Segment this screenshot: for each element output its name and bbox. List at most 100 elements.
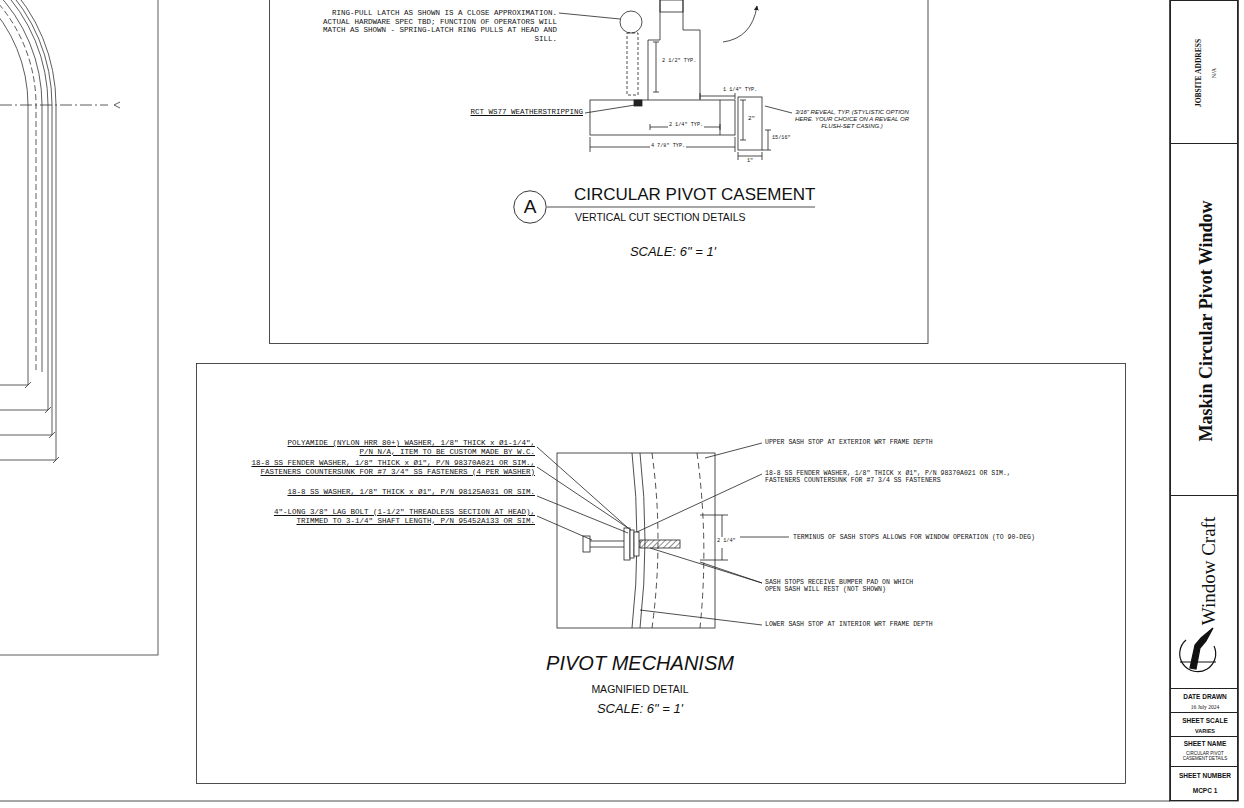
scale-note: SCALE: 6" = 1' — [630, 245, 716, 260]
cell-heading: Window Craft — [1198, 517, 1220, 625]
dimension-text: 15/16" — [772, 136, 791, 142]
elevation-outline — [0, 105, 108, 106]
elevation-outline — [0, 0, 56, 460]
section-detail — [700, 93, 735, 99]
callout-text: TERMINUS OF SASH STOPS ALLOWS FOR WINDOW… — [793, 534, 1035, 541]
cell-heading: JOBSITE ADDRESS — [1195, 39, 1204, 107]
cell-value: VARIES — [1195, 728, 1215, 734]
note-text: RING-PULL LATCH AS SHOWN IS A CLOSE APPR… — [317, 9, 557, 44]
section-detail — [765, 106, 792, 113]
callout-text: 18-8 SS FENDER WASHER, 1/8" THICK x Ø1",… — [765, 470, 1020, 485]
pivot-detail — [557, 453, 715, 628]
dimension-text: 2 1/4" — [716, 539, 737, 545]
detail-subtitle: VERTICAL CUT SECTION DETAILS — [575, 211, 746, 223]
note-text: 3/16" REVEAL, TYP. (STYLISTIC OPTION HER… — [795, 109, 910, 131]
callout-text: POLYAMIDE (NYLON HRR 80+) WASHER, 1/8" T… — [273, 439, 535, 456]
cell-value: CIRCULAR PIVOT CASEMENT DETAILS — [1175, 752, 1235, 762]
callout-text: SASH STOPS RECEIVE BUMPER PAD ON WHICH O… — [765, 579, 920, 594]
pivot-detail — [537, 447, 628, 528]
pivot-detail — [537, 467, 631, 530]
title-block-cell: DATE DRAWN 16 July 2024 — [1170, 688, 1238, 713]
cell-heading: Maskin Circular Pivot Window — [1196, 200, 1217, 441]
logo-mark — [1180, 628, 1216, 672]
section-detail — [559, 13, 620, 19]
pivot-detail — [537, 496, 628, 533]
section-detail — [547, 207, 815, 208]
cell-value: N/A — [1211, 68, 1218, 78]
section-detail — [738, 97, 762, 150]
section-detail — [648, 0, 660, 100]
pivot-detail — [697, 453, 704, 628]
detail-subtitle: MAGNIFIED DETAIL — [591, 683, 688, 695]
section-detail — [653, 42, 659, 92]
cell-value: MCPC 1 — [1193, 787, 1218, 794]
elevation-outline — [0, 385, 56, 460]
cell-heading: SHEET NUMBER — [1179, 772, 1231, 779]
section-detail — [270, 0, 929, 344]
pivot-detail — [740, 537, 789, 538]
callout-text: UPPER SASH STOP AT EXTERIOR WRT FRAME DE… — [765, 439, 933, 446]
logo-mark — [1180, 661, 1216, 662]
scale-note: SCALE: 6" = 1' — [597, 702, 683, 717]
elevation-outline — [25, 382, 59, 463]
section-detail — [627, 33, 638, 95]
dimension-text: 1" — [747, 159, 753, 165]
title-block-cell: SHEET NUMBER MCPC 1 — [1170, 766, 1238, 801]
title-block-frame — [1170, 0, 1239, 801]
callout-text: RCT WS77 WEATHERSTRIPPING — [470, 108, 583, 117]
title-block-cell: JOBSITE ADDRESS N/A — [1170, 0, 1238, 144]
cell-heading: SHEET NAME — [1184, 740, 1227, 747]
section-detail — [590, 100, 735, 135]
elevation-outline — [0, 0, 48, 410]
title-block-cell: Maskin Circular Pivot Window — [1170, 143, 1238, 496]
pivot-detail — [537, 516, 592, 540]
pivot-detail — [197, 364, 1126, 784]
section-detail — [650, 124, 720, 130]
section-detail — [513, 190, 547, 224]
pivot-detail — [634, 532, 639, 556]
section-detail — [585, 105, 635, 113]
circle-outline — [514, 191, 546, 223]
pivot-detail — [700, 515, 728, 560]
pivot-detail — [650, 548, 762, 583]
section-detail — [620, 11, 642, 33]
dimension-text: 4 7/8" TYP. — [650, 144, 686, 150]
dimension-text: 2" — [748, 116, 755, 123]
pivot-detail — [640, 610, 762, 625]
elevation-outline — [0, 0, 158, 655]
detail-marker: A — [513, 190, 547, 224]
elevation-outline — [114, 102, 120, 108]
section-detail — [660, 0, 683, 12]
section-detail — [762, 130, 771, 150]
pivot-detail — [637, 474, 762, 532]
logo-mark — [1190, 628, 1213, 669]
title-block-cell: SHEET NAME CIRCULAR PIVOT CASEMENT DETAIL… — [1170, 736, 1238, 767]
section-detail — [723, 6, 757, 42]
pivot-detail — [197, 364, 1126, 784]
title-block-cell: SHEET SCALE VARIES — [1170, 712, 1238, 737]
cell-value: 16 July 2024 — [1191, 704, 1219, 710]
elevation-outline — [0, 0, 28, 385]
cell-heading: DATE DRAWN — [1183, 693, 1227, 700]
detail-title: PIVOT MECHANISM — [546, 653, 734, 673]
elevation-outline — [0, 0, 36, 372]
section-detail — [740, 100, 746, 140]
title-block-cell: Window Craft — [1170, 495, 1238, 689]
section-detail — [634, 100, 642, 106]
pivot-detail — [630, 530, 634, 558]
section-detail — [590, 137, 735, 152]
pivot-detail — [705, 443, 762, 458]
cell-heading: SHEET SCALE — [1182, 717, 1228, 724]
cell-heading: A — [524, 196, 537, 218]
callout-text: LOWER SASH STOP AT INTERIOR WRT FRAME DE… — [765, 621, 933, 628]
section-detail — [683, 0, 700, 100]
detail-title: CIRCULAR PIVOT CASEMENT — [574, 186, 816, 203]
dimension-text: 2 1/2" TYP. — [662, 59, 696, 65]
callout-text: 18-8 SS FENDER WASHER, 1/8" THICK x Ø1",… — [245, 459, 535, 476]
callout-text: 4"-LONG 3/8" LAG BOLT (1-1/2" THREADLESS… — [265, 508, 535, 525]
elevation-outline — [0, 0, 52, 435]
elevation-outline — [0, 0, 42, 372]
section-detail — [270, 0, 929, 344]
